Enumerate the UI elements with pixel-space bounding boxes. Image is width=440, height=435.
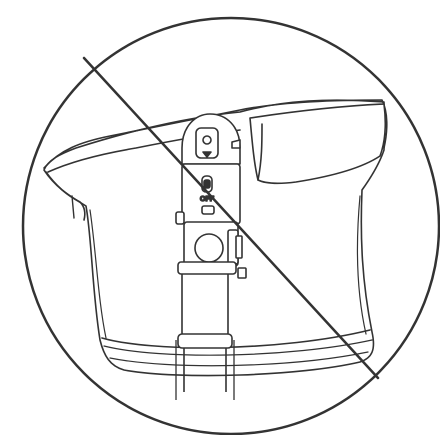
camera-head: OFF: [175, 113, 247, 279]
lens-window: [195, 127, 219, 159]
switch-label: OFF: [200, 196, 215, 203]
mount-knob: [194, 233, 224, 263]
arrow-down-icon: [202, 151, 212, 158]
prohibition-slash: [82, 56, 380, 380]
prohibition-circle: [21, 16, 440, 435]
stand-pole: [175, 263, 235, 400]
lens-icon: [202, 135, 212, 145]
